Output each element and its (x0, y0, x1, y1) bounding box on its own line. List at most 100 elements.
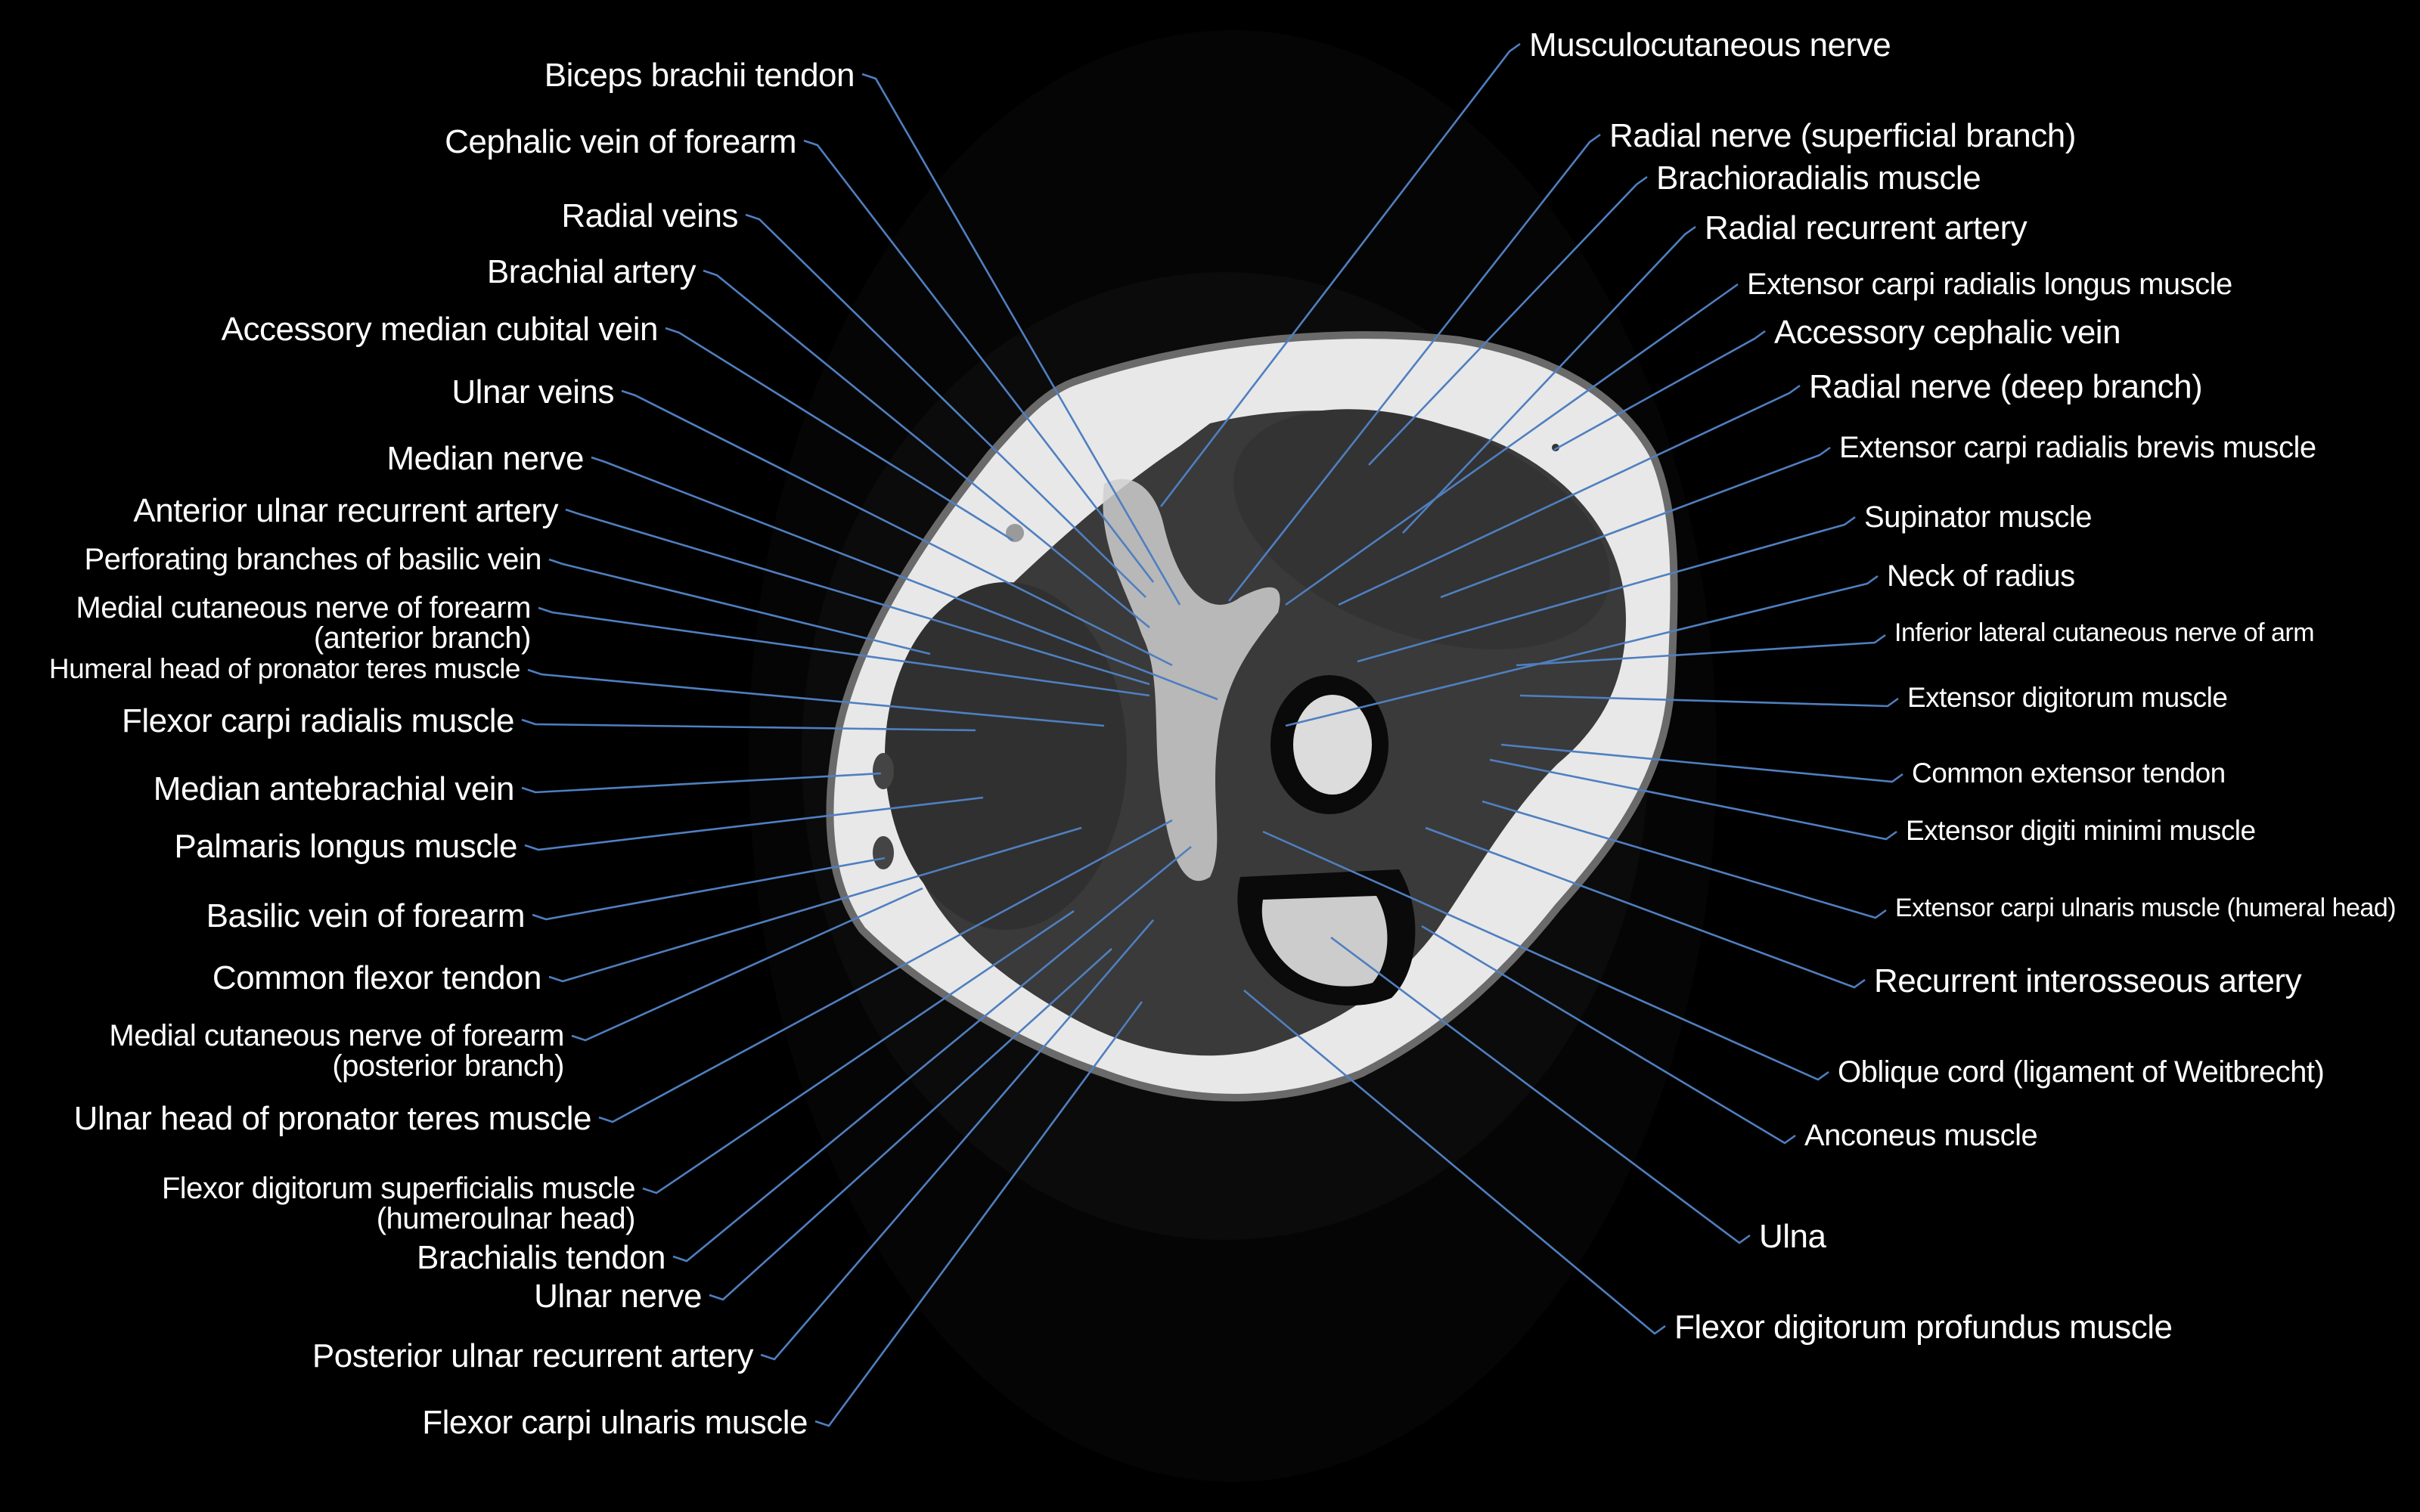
label-text: Flexor digitorum superficialis muscle (161, 1172, 636, 1205)
label-text: Ulnar head of pronator teres muscle (73, 1100, 592, 1137)
leader-line-posterior-ulnar-recurrent-artery (760, 919, 1154, 1361)
leader-line-ulnar-nerve (709, 948, 1112, 1301)
label-text: Medial cutaneous nerve of forearm (76, 591, 531, 624)
label-text: Median nerve (386, 440, 584, 477)
label-flexor-digitorum-superficialis-muscle: Flexor digitorum superficialis muscle(hu… (161, 1172, 636, 1234)
label-text: Musculocutaneous nerve (1529, 26, 1891, 64)
leader-line-common-extensor-tendon (1500, 743, 1903, 783)
leader-line-accessory-median-cubital-vein (665, 327, 1014, 542)
label-text: Humeral head of pronator teres muscle (48, 653, 521, 684)
label-humeral-head-of-pronator-teres-muscle: Humeral head of pronator teres muscle (48, 653, 521, 684)
label-accessory-cephalic-vein: Accessory cephalic vein (1774, 316, 2121, 349)
radius-marrow (1293, 695, 1372, 795)
median-antebrachial-vein-dot (873, 753, 894, 789)
label-extensor-carpi-radialis-brevis-muscle: Extensor carpi radialis brevis muscle (1839, 432, 2316, 463)
label-biceps-brachii-tendon: Biceps brachii tendon (544, 59, 855, 92)
label-text: Median antebrachial vein (153, 770, 515, 807)
label-text: Perforating branches of basilic vein (84, 543, 541, 576)
label-extensor-carpi-ulnaris-muscle-humeral-head: Extensor carpi ulnaris muscle (humeral h… (1895, 894, 2397, 922)
leader-line-humeral-head-of-pronator-teres-muscle (527, 668, 1105, 727)
skin-edge (826, 331, 1678, 1101)
label-radial-nerve-deep-branch: Radial nerve (deep branch) (1809, 370, 2203, 404)
basilic-vein-dot (873, 836, 894, 869)
label-text: Radial veins (561, 197, 738, 234)
label-brachial-artery: Brachial artery (486, 253, 697, 290)
label-text: Palmaris longus muscle (174, 828, 517, 865)
label-text: Flexor carpi radialis muscle (121, 702, 515, 739)
label-text: Anterior ulnar recurrent artery (133, 492, 558, 529)
label-flexor-carpi-ulnaris-muscle: Flexor carpi ulnaris muscle (422, 1406, 808, 1439)
leader-line-flexor-carpi-radialis-muscle (521, 718, 976, 732)
label-text: Extensor carpi radialis brevis muscle (1839, 431, 2316, 464)
leader-line-accessory-cephalic-vein (1553, 330, 1766, 451)
label-medial-cutaneous-nerve-of-forearm: Medial cutaneous nerve of forearm(poster… (109, 1021, 564, 1081)
label-oblique-cord-ligament-of-weitbrecht: Oblique cord (ligament of Weitbrecht) (1838, 1057, 2325, 1087)
leader-line-brachialis-tendon (672, 845, 1192, 1263)
label-anconeus-muscle: Anconeus muscle (1804, 1120, 2038, 1151)
label-text: Extensor carpi ulnaris muscle (humeral h… (1895, 894, 2397, 922)
accessory-median-cubital-vein-dot (1006, 524, 1024, 542)
leader-line-ulna (1330, 936, 1751, 1244)
label-subtext: (posterior branch) (332, 1049, 564, 1083)
leader-line-radial-nerve-superficial-branch (1227, 133, 1601, 602)
label-brachioradialis-muscle: Brachioradialis muscle (1656, 162, 1981, 195)
flexor-mass (885, 582, 1127, 930)
label-accessory-median-cubital-vein: Accessory median cubital vein (221, 311, 659, 348)
leader-line-brachial-artery (703, 269, 1150, 629)
label-text: Common extensor tendon (1912, 758, 2226, 789)
label-radial-recurrent-artery: Radial recurrent artery (1705, 212, 2028, 245)
leader-line-neck-of-radius (1285, 575, 1879, 727)
leader-line-extensor-digiti-minimi-muscle (1489, 758, 1897, 841)
label-medial-cutaneous-nerve-of-forearm: Medial cutaneous nerve of forearm(anteri… (76, 593, 531, 653)
cubital-fossa-tendons (1103, 479, 1280, 881)
label-extensor-carpi-radialis-longus-muscle: Extensor carpi radialis longus muscle (1747, 269, 2232, 299)
leader-line-basilic-vein-of-forearm (532, 857, 886, 921)
label-median-antebrachial-vein: Median antebrachial vein (153, 770, 515, 807)
label-cephalic-vein-of-forearm: Cephalic vein of forearm (445, 125, 796, 159)
label-text: Brachial artery (486, 253, 697, 290)
label-text: Flexor digitorum profundus muscle (1674, 1309, 2173, 1346)
label-text: Ulnar veins (451, 373, 614, 411)
accessory-cephalic-vein-dot (1552, 444, 1559, 451)
label-inferior-lateral-cutaneous-nerve-of-arm: Inferior lateral cutaneous nerve of arm (1894, 620, 2315, 646)
label-text: Recurrent interosseous artery (1874, 962, 2302, 999)
label-flexor-digitorum-profundus-muscle: Flexor digitorum profundus muscle (1674, 1309, 2173, 1346)
leader-line-flexor-digitorum-superficialis-muscle (642, 909, 1075, 1194)
label-text: Medial cutaneous nerve of forearm (109, 1019, 564, 1052)
label-text: Accessory cephalic vein (1774, 314, 2121, 351)
leader-line-oblique-cord-ligament-of-weitbrecht (1262, 830, 1829, 1081)
ulna-marrow (1261, 896, 1388, 987)
leader-line-cephalic-vein-of-forearm (803, 139, 1155, 583)
label-text: Common flexor tendon (212, 959, 542, 996)
label-text: Accessory median cubital vein (221, 311, 659, 348)
label-basilic-vein-of-forearm: Basilic vein of forearm (206, 897, 526, 934)
label-ulnar-nerve: Ulnar nerve (534, 1280, 702, 1313)
leader-line-median-nerve (591, 456, 1218, 701)
label-radial-veins: Radial veins (561, 200, 738, 233)
label-recurrent-interosseous-artery: Recurrent interosseous artery (1874, 962, 2302, 999)
label-supinator-muscle: Supinator muscle (1864, 500, 2093, 534)
leader-line-supinator-muscle (1357, 516, 1856, 663)
label-text: Brachialis tendon (416, 1239, 666, 1276)
label-text: Supinator muscle (1864, 500, 2093, 534)
label-text: Basilic vein of forearm (206, 897, 526, 934)
label-flexor-carpi-radialis-muscle: Flexor carpi radialis muscle (121, 702, 515, 739)
leader-line-extensor-carpi-radialis-brevis-muscle (1440, 446, 1831, 599)
leader-line-medial-cutaneous-nerve-of-forearm (538, 606, 1150, 697)
leader-line-common-flexor-tendon (548, 826, 1082, 983)
leader-line-extensor-carpi-ulnaris-muscle-humeral-head (1481, 800, 1887, 919)
leader-line-perforating-branches-of-basilic-vein (548, 558, 931, 655)
leader-line-extensor-carpi-radialis-longus-muscle (1285, 283, 1739, 606)
label-common-flexor-tendon: Common flexor tendon (212, 959, 542, 996)
label-palmaris-longus-muscle: Palmaris longus muscle (174, 830, 517, 863)
brachioradialis-region (1233, 409, 1610, 649)
label-brachialis-tendon: Brachialis tendon (417, 1241, 666, 1275)
label-anterior-ulnar-recurrent-artery: Anterior ulnar recurrent artery (133, 494, 558, 528)
label-text: Biceps brachii tendon (544, 57, 855, 94)
leader-line-radial-recurrent-artery (1402, 225, 1696, 534)
leader-line-ulnar-head-of-pronator-teres-muscle (598, 819, 1173, 1123)
leader-line-recurrent-interosseous-artery (1425, 826, 1866, 989)
label-text: Radial nerve (superficial branch) (1609, 117, 2076, 154)
